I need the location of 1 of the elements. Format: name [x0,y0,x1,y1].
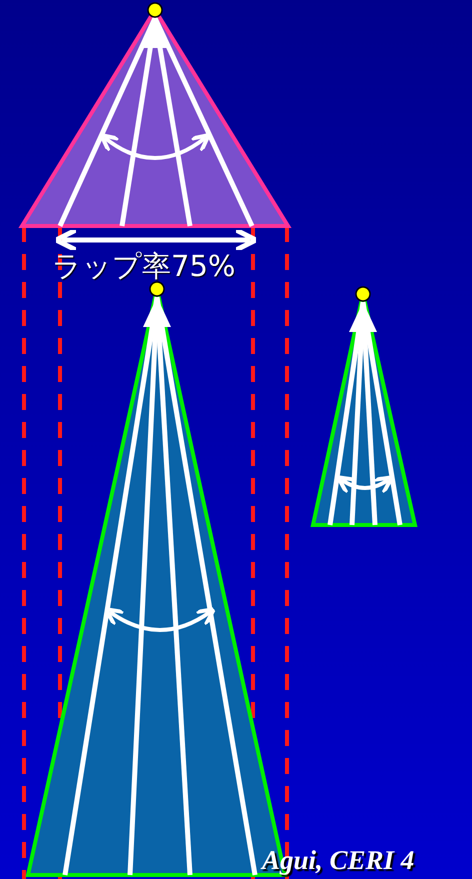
overlap-rate-label: ラップ率75% [52,248,236,284]
